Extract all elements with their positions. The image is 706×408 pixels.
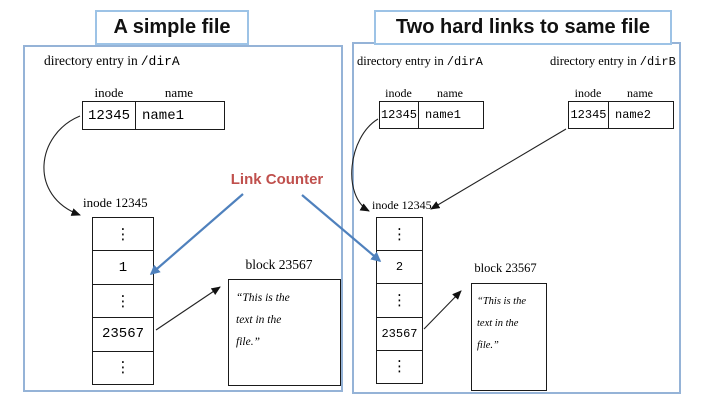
block-label-left: block 23567 bbox=[245, 257, 313, 272]
block-box-right: “This is the text in the file.” bbox=[471, 283, 547, 391]
hard-links-title: Two hard links to same file bbox=[374, 10, 672, 45]
inode-row-link-count: 1 bbox=[93, 251, 153, 285]
dir-entry-table-right-b: 12345 name2 bbox=[568, 101, 674, 129]
dir-entry-name-cell: name2 bbox=[615, 108, 652, 122]
dir-entry-inode-cell: 12345 bbox=[83, 102, 136, 129]
dir-path: /dirA bbox=[446, 55, 483, 69]
dir-entry-inode-cell: 12345 bbox=[569, 102, 609, 128]
hard-links-title-text: Two hard links to same file bbox=[395, 16, 651, 38]
inode-table-left: ⋮ 1 ⋮ 23567 ⋮ bbox=[92, 217, 154, 385]
inode-row: ⋮ bbox=[392, 357, 407, 376]
inode-row: ⋮ bbox=[93, 285, 153, 319]
inode-table-right: ⋮ 2 ⋮ 23567 ⋮ bbox=[376, 217, 423, 384]
block-label-right: block 23567 bbox=[474, 261, 537, 275]
block-box-left: “This is the text in the file.” bbox=[228, 279, 341, 386]
dir-entry-label-right-b: directory entry in/dirB bbox=[550, 54, 676, 69]
block-text-line: “This is the bbox=[236, 292, 290, 304]
dir-entry-label-right-a: directory entry in/dirA bbox=[357, 54, 483, 69]
col-header-inode: inode bbox=[385, 86, 412, 100]
inode-row: ⋮ bbox=[377, 284, 422, 318]
block-text-line: file.” bbox=[236, 336, 260, 348]
inode-row: ⋮ bbox=[93, 218, 153, 252]
dir-entry-table-left: 12345 name1 bbox=[82, 101, 225, 130]
block-text-line: file.” bbox=[477, 340, 499, 351]
dir-entry-name-cell: name1 bbox=[142, 107, 185, 124]
link-counter-label: Link Counter bbox=[230, 171, 324, 188]
block-text-line: “This is the bbox=[477, 296, 527, 307]
dir-entry-table-right-a: 12345 name1 bbox=[379, 101, 484, 129]
simple-file-title-text: A simple file bbox=[113, 16, 231, 38]
dir-entry-label-prefix: directory entry in bbox=[44, 53, 138, 68]
col-header-name: name bbox=[164, 85, 194, 100]
dir-entry-label-left: directory entry in/dirA bbox=[44, 53, 180, 69]
col-header-name: name bbox=[437, 86, 463, 100]
dir-entry-inode-cell: 12345 bbox=[380, 102, 419, 128]
inode-row-block-ptr: 23567 bbox=[93, 318, 153, 352]
inode-row: ⋮ bbox=[377, 218, 422, 252]
col-header-inode: inode bbox=[94, 85, 124, 100]
dir-path: /dirB bbox=[639, 55, 676, 69]
block-text-line: text in the bbox=[236, 314, 282, 326]
inode-label-left: inode 12345 bbox=[83, 195, 148, 210]
simple-file-title: A simple file bbox=[95, 10, 249, 45]
dir-entry-name-cell: name1 bbox=[425, 108, 462, 122]
dir-entry-label-prefix: directory entry in bbox=[550, 54, 637, 68]
inode-row-block-ptr: 23567 bbox=[377, 318, 422, 351]
inode-row-link-count: 2 bbox=[377, 251, 422, 285]
col-header-name: name bbox=[627, 86, 653, 100]
col-header-inode: inode bbox=[574, 86, 602, 100]
inode-label-right: inode 12345 bbox=[372, 198, 432, 212]
block-text-line: text in the bbox=[477, 318, 519, 329]
inode-row: ⋮ bbox=[115, 358, 131, 377]
dir-entry-label-prefix: directory entry in bbox=[357, 54, 444, 68]
dir-path: /dirA bbox=[140, 54, 180, 69]
